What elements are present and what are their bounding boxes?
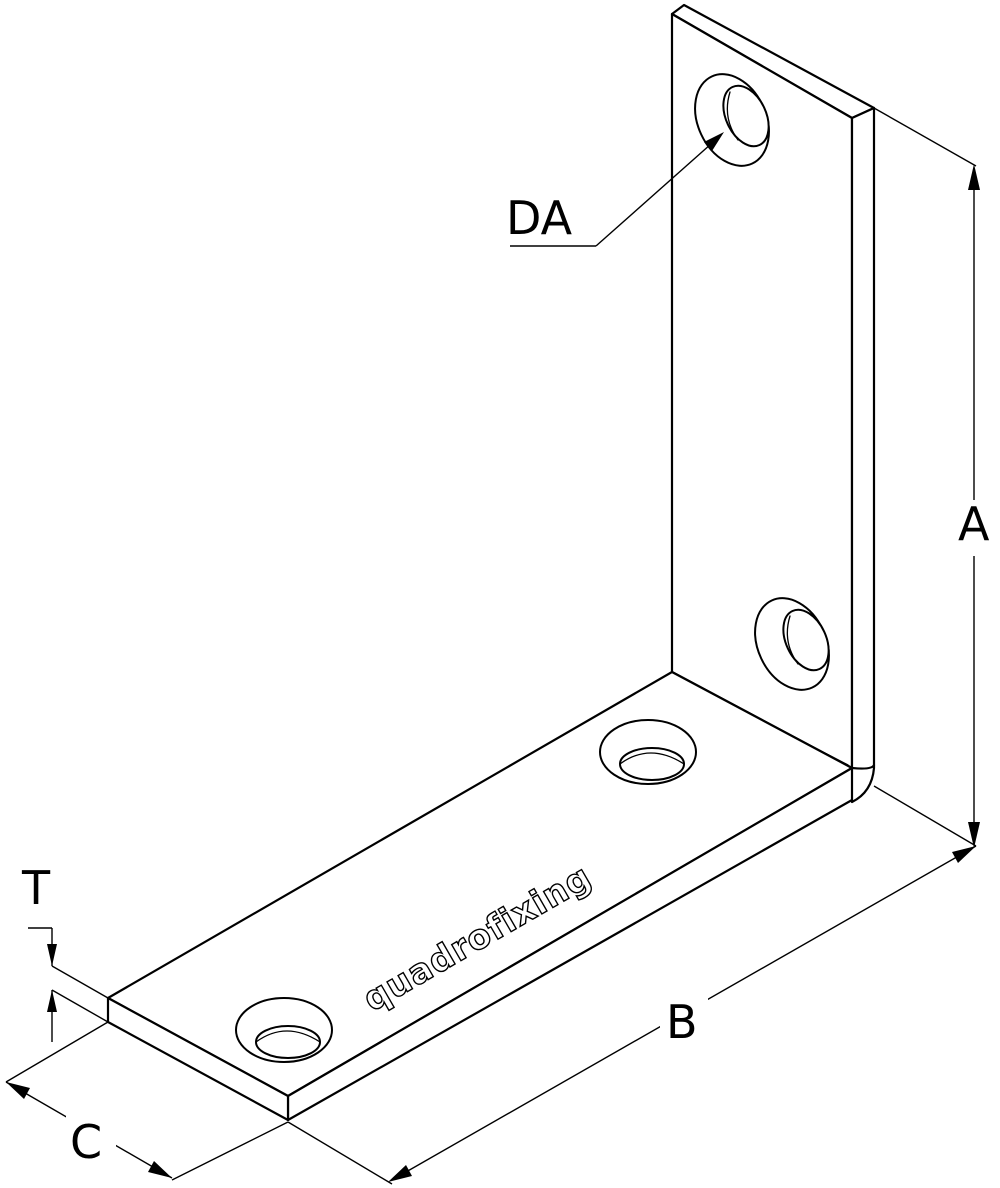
horizontal-leg-bend-outer [850, 763, 876, 804]
dimension-a: A [873, 107, 1000, 848]
dimension-c-label: C [70, 1115, 102, 1169]
mounting-holes [235, 73, 830, 1063]
hole-horizontal-outer [235, 997, 333, 1063]
dimension-t: T [21, 861, 109, 1042]
dimension-b: B [287, 845, 977, 1185]
vertical-leg [670, 3, 876, 802]
horizontal-leg-end-edge [106, 996, 290, 1122]
hole-vertical-bottom [754, 597, 830, 691]
hole-horizontal-inner [599, 719, 697, 785]
dimension-t-label: T [21, 861, 51, 915]
horizontal-leg [106, 670, 876, 1122]
dimension-a-label: A [958, 497, 990, 551]
horizontal-leg-top-face [106, 670, 854, 1098]
dimension-da: DA [506, 132, 724, 247]
vertical-leg-side-face [850, 106, 876, 802]
dimension-b-label: B [666, 995, 698, 1049]
dimension-c: C [5, 1021, 289, 1181]
dimension-da-label: DA [506, 191, 573, 245]
